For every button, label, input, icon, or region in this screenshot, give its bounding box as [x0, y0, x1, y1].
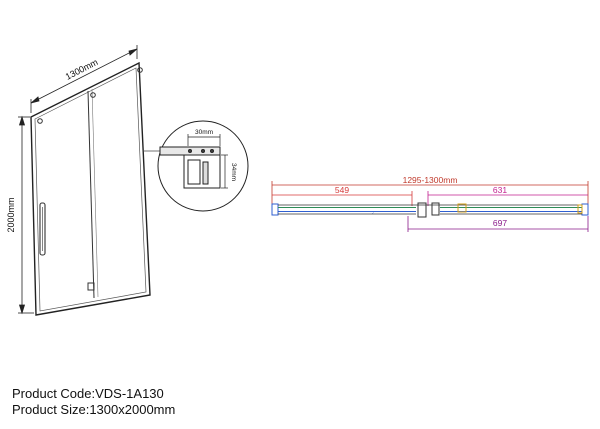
product-info: Product Code:VDS-1A130 Product Size:1300… [12, 386, 175, 418]
plan-view: 1295-1300mm 549 631 [271, 175, 589, 232]
width-dimension [30, 45, 138, 113]
profile-height-dimension [221, 154, 228, 189]
plan-roller-block [431, 202, 440, 216]
profile-glass-slot [202, 161, 209, 185]
width-dim-line [30, 48, 138, 104]
plan-hardware-fitting-right [577, 204, 583, 214]
profile-detail: 30mm 34mm [157, 120, 249, 212]
panel-divider [87, 90, 95, 299]
plan-handle-block [417, 202, 427, 218]
profile-screw-1 [188, 149, 192, 153]
profile-section [159, 146, 221, 189]
product-code-row: Product Code:VDS-1A130 [12, 386, 175, 402]
detail-circle [157, 120, 249, 212]
profile-channel [183, 154, 221, 189]
plan-left-dimension [272, 191, 413, 206]
product-code-label: Product Code: [12, 386, 96, 401]
panel-divider-inner [91, 88, 99, 298]
width-arrow-left [30, 96, 40, 104]
roller-mid [90, 92, 96, 98]
width-arrow-right [128, 48, 138, 56]
profile-inner [187, 159, 201, 185]
plan-mini-mark: ┘ [372, 211, 374, 215]
roller-right [137, 67, 143, 73]
product-code-value: VDS-1A130 [95, 386, 164, 401]
plan-bottom-dimension [407, 216, 589, 232]
profile-width-dimension [187, 134, 221, 146]
plan-left-label: 549 [335, 185, 349, 195]
plan-wall-bracket-left [271, 203, 279, 216]
plan-wall-bracket-right [581, 203, 589, 216]
roller-left [37, 118, 43, 124]
product-size-label: Product Size: [12, 402, 90, 417]
plan-right-label: 631 [493, 185, 507, 195]
width-dimension-label: 1300mm [64, 57, 100, 82]
plan-total-dimension [271, 181, 589, 206]
height-dimension [18, 115, 34, 315]
height-arrow-bottom [18, 304, 26, 315]
plan-right-dimension [427, 191, 588, 206]
profile-screw-2 [201, 149, 205, 153]
plan-hardware-fitting [457, 203, 467, 213]
profile-width-label: 30mm [195, 129, 213, 136]
profile-screw-3 [210, 149, 214, 153]
profile-height-label: 34mm [230, 163, 237, 181]
height-arrow-top [18, 115, 26, 126]
door-inner-frame [34, 67, 147, 312]
plan-bottom-label: 697 [493, 218, 507, 228]
product-size-value: 1300x2000mm [89, 402, 176, 417]
door-outer-frame [30, 61, 151, 316]
height-dimension-label: 2000mm [6, 197, 16, 232]
door-elevation [30, 61, 151, 316]
door-handle [39, 202, 46, 256]
plan-total-label: 1295-1300mm [403, 175, 458, 185]
bottom-guide [87, 282, 95, 291]
product-size-row: Product Size:1300x2000mm [12, 402, 175, 418]
